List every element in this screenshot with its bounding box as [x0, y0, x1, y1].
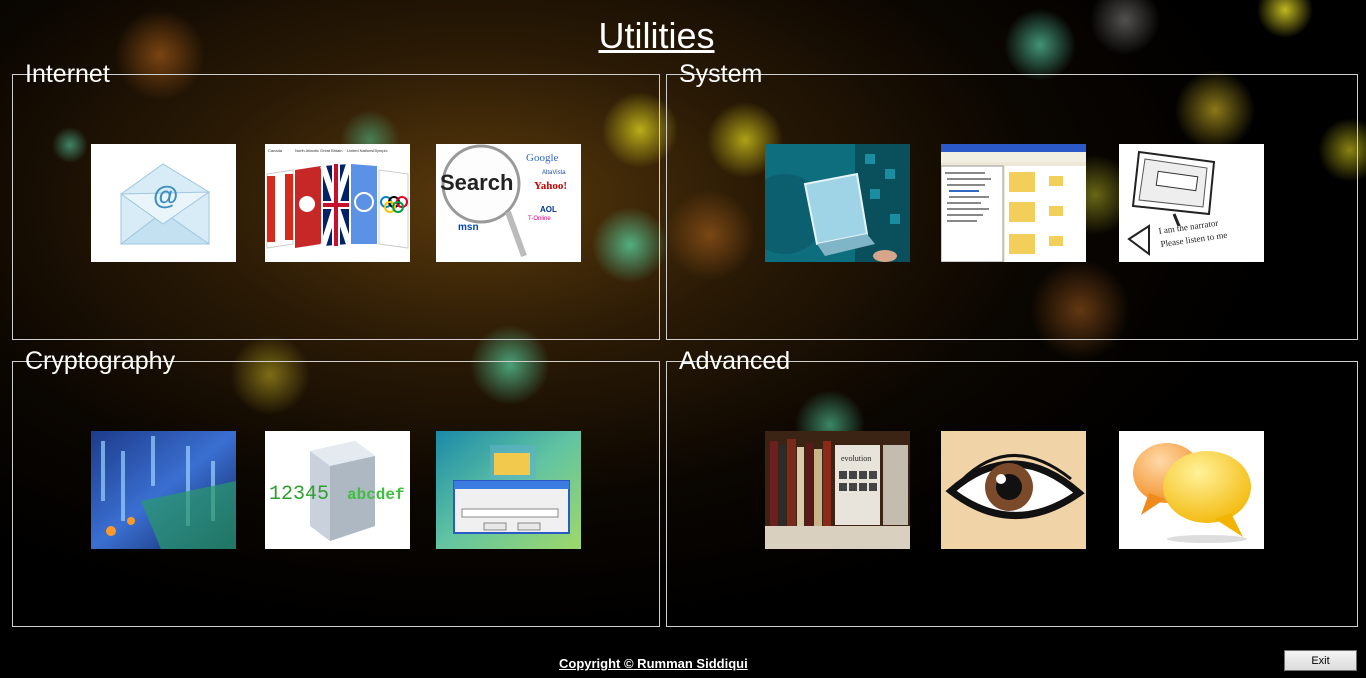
svg-text:@: @: [153, 180, 178, 210]
copyright-link[interactable]: Copyright © Rumman Siddiqui: [559, 656, 748, 671]
group-internet: Internet: [12, 61, 660, 340]
svg-text:Great Britain: Great Britain: [320, 148, 342, 153]
bookshelf-icon: evolution: [765, 431, 910, 549]
group-label-internet: Internet: [25, 60, 110, 88]
page-title: Utilities: [598, 15, 715, 56]
group-cryptography: Cryptography: [12, 348, 660, 627]
encode-digits: 12345: [269, 483, 329, 506]
brand-aol: AOL: [540, 205, 557, 214]
exit-button[interactable]: Exit: [1284, 650, 1357, 671]
brand-google: Google: [526, 152, 559, 164]
eye-tile[interactable]: [941, 431, 1086, 549]
brand-altavista: AltaVista: [542, 170, 566, 176]
group-system: System: [666, 61, 1358, 340]
bookshelf-title: evolution: [841, 454, 871, 463]
search-tile[interactable]: Search Google AltaVista Yahoo! AOL msn T…: [436, 144, 581, 262]
digital-code-icon: [91, 431, 236, 549]
narrator-tile[interactable]: I am the narrator Please listen to me: [1119, 144, 1264, 262]
system-info-tile[interactable]: [765, 144, 910, 262]
folder-password-dialog-icon: [436, 431, 581, 549]
bookshelf-tile[interactable]: evolution: [765, 431, 910, 549]
chat-bubbles-icon: [1119, 431, 1264, 549]
group-advanced: Advanced: [666, 348, 1358, 627]
group-label-advanced: Advanced: [679, 347, 791, 375]
file-explorer-icon: [941, 144, 1086, 262]
folder-lock-tile[interactable]: [436, 431, 581, 549]
svg-text:Canada: Canada: [268, 148, 283, 153]
brand-yahoo: Yahoo!: [534, 180, 567, 192]
eye-icon: [941, 431, 1086, 549]
group-label-system: System: [679, 60, 763, 88]
group-label-cryptography: Cryptography: [25, 347, 176, 375]
digital-code-tile[interactable]: [91, 431, 236, 549]
encode-tile[interactable]: 12345 abcdef: [265, 431, 410, 549]
encode-letters: abcdef: [347, 486, 405, 504]
narrator-monitor-icon: I am the narrator Please listen to me: [1119, 144, 1264, 262]
search-word: Search: [440, 170, 513, 195]
svg-text:Olympic: Olympic: [373, 148, 387, 153]
email-tile[interactable]: @: [91, 144, 236, 262]
chat-tile[interactable]: [1119, 431, 1264, 549]
email-envelope-icon: @: [91, 144, 236, 262]
encode-cube-icon: 12345 abcdef: [265, 431, 410, 549]
svg-text:North Atlantic: North Atlantic: [295, 148, 319, 153]
explorer-tile[interactable]: [941, 144, 1086, 262]
svg-text:United Nations: United Nations: [347, 148, 373, 153]
search-engines-icon: Search Google AltaVista Yahoo! AOL msn T…: [436, 144, 581, 262]
brand-tonline: T-Online: [528, 216, 551, 222]
brand-msn: msn: [458, 222, 479, 233]
laptop-circuit-icon: [765, 144, 910, 262]
